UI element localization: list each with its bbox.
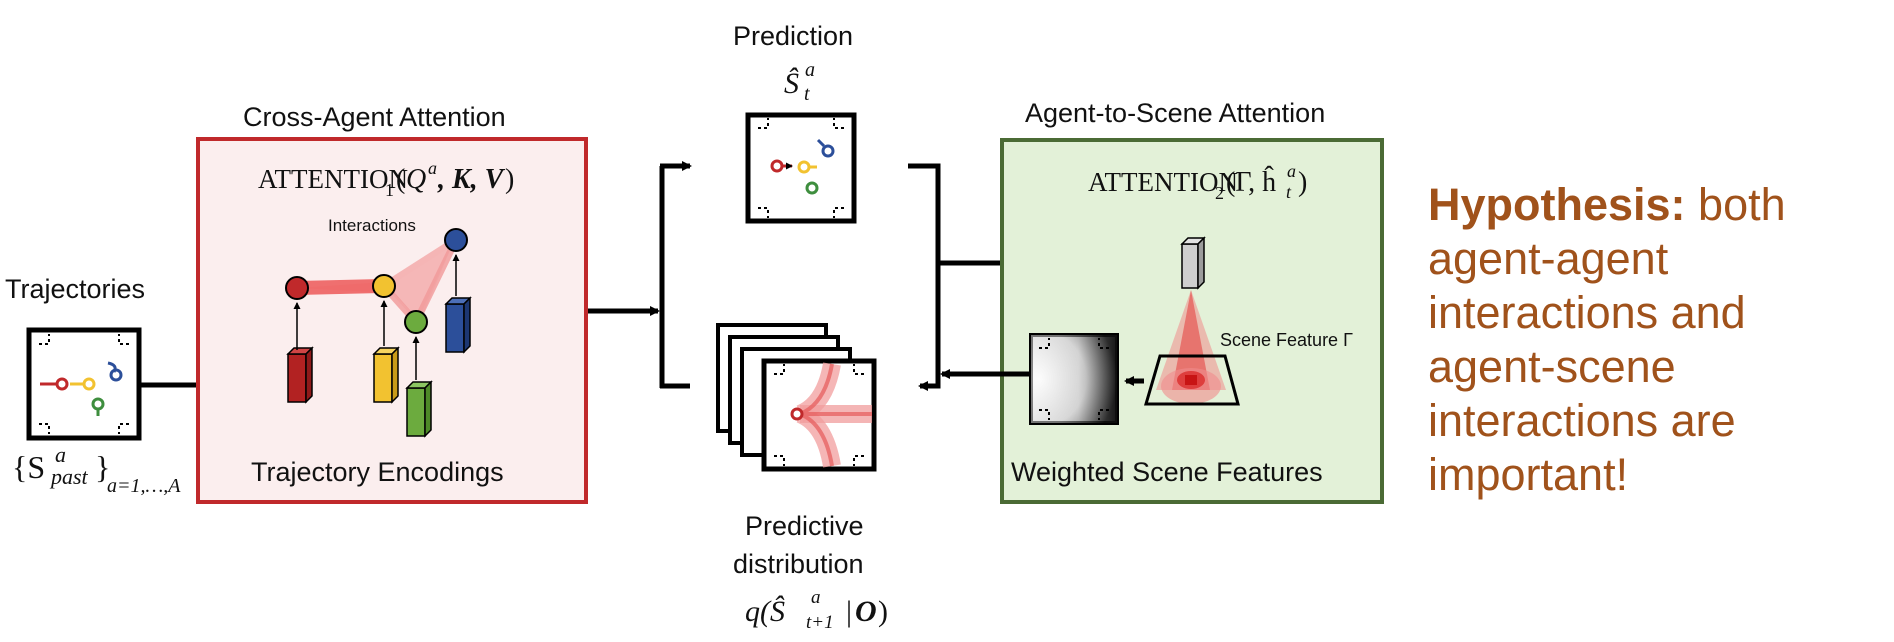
encoding-bar-green	[405, 380, 433, 438]
svg-text:Ŝ: Ŝ	[784, 67, 799, 100]
hypothesis-lead: Hypothesis:	[1428, 179, 1686, 230]
svg-text:a: a	[55, 442, 66, 467]
svg-text:a: a	[1287, 161, 1296, 181]
encoding-bar-blue	[444, 296, 472, 354]
svg-text:|: |	[846, 595, 852, 628]
svg-text:}: }	[95, 449, 110, 485]
agent-node-yellow	[372, 274, 396, 298]
cross-agent-attention-title: Cross-Agent Attention	[243, 102, 506, 132]
prediction-label: Prediction	[733, 21, 853, 51]
svg-text:a: a	[805, 59, 815, 81]
weighted-scene-map	[1029, 333, 1119, 425]
svg-text:(: (	[396, 164, 405, 195]
svg-text:): )	[505, 164, 514, 195]
trajectories-label: Trajectories	[5, 274, 145, 304]
attention2-formula: ATTENTION 2 (Γ, ĥ a t )	[1088, 161, 1307, 203]
cross-agent-attention-box	[196, 137, 588, 504]
trajectories-scene-thumbnail	[26, 327, 142, 441]
predictive-distribution-stack	[716, 323, 877, 472]
svg-text:ATTENTION: ATTENTION	[258, 164, 408, 194]
prediction-math: Ŝ a t	[784, 59, 815, 105]
svg-text:a: a	[428, 158, 437, 178]
attention1-formula: ATTENTION 1 ( Q a , K, V )	[258, 158, 514, 200]
svg-text:, K, V: , K, V	[437, 164, 506, 195]
query-vector-block	[1180, 236, 1206, 290]
svg-text:1: 1	[385, 180, 394, 200]
scene-feature-label: Scene Feature Γ	[1220, 330, 1353, 350]
svg-text:): )	[878, 595, 888, 628]
svg-text:t: t	[804, 83, 810, 105]
svg-text:a: a	[811, 587, 821, 608]
agent-interaction-graph	[285, 228, 472, 438]
weighted-scene-features-label: Weighted Scene Features	[1011, 457, 1323, 487]
svg-text:2: 2	[1215, 183, 1224, 203]
branch-arrow	[588, 161, 692, 389]
hypothesis-text: Hypothesis: both agent-agent interaction…	[1428, 178, 1868, 502]
svg-text:Q: Q	[406, 164, 426, 195]
agent-node-blue	[444, 228, 468, 252]
svg-text:a=1,…,A: a=1,…,A	[107, 475, 181, 497]
trajectory-encodings-label: Trajectory Encodings	[251, 457, 504, 487]
encoding-bar-yellow	[372, 346, 400, 404]
predictive-label-line2: distribution	[733, 549, 864, 579]
predictive-distribution-map	[761, 358, 877, 472]
svg-text:O: O	[855, 595, 877, 628]
svg-text:t+1: t+1	[806, 612, 834, 633]
hypothesis-body: both agent-agent interactions and agent-…	[1428, 179, 1786, 500]
interactions-label: Interactions	[328, 216, 416, 235]
past-trajectory-set-math: {S a past } a=1,…,A	[12, 442, 181, 497]
svg-text:q(Ŝ: q(Ŝ	[745, 595, 785, 628]
predictive-label-line1: Predictive	[745, 511, 864, 541]
prediction-scene-thumbnail	[745, 112, 857, 224]
svg-text:(Γ, ĥ: (Γ, ĥ	[1226, 166, 1276, 198]
svg-text:ATTENTION: ATTENTION	[1088, 167, 1238, 197]
encoding-bar-red	[286, 346, 314, 404]
svg-text:t: t	[1286, 182, 1292, 202]
predictive-distribution-math: q(Ŝ a t+1 | O )	[745, 587, 888, 633]
svg-text:{S: {S	[12, 449, 45, 485]
agent-node-green	[404, 310, 428, 334]
svg-text:past: past	[49, 464, 89, 489]
agent-node-red	[285, 276, 309, 300]
agent-to-scene-attention-title: Agent-to-Scene Attention	[1025, 98, 1325, 128]
svg-text:): )	[1298, 167, 1307, 198]
scene-attention-cone	[1144, 290, 1240, 406]
